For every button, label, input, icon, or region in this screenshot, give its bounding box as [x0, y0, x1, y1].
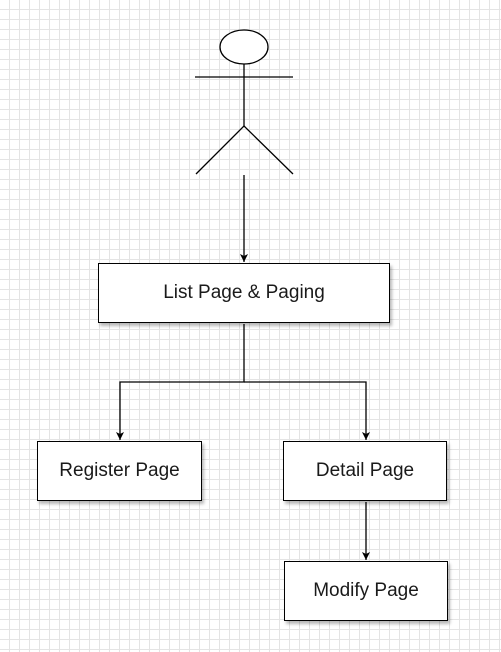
- edge-list-to-detail: [244, 381, 370, 440]
- actor-head: [219, 29, 269, 65]
- node-modify-page-label: Modify Page: [313, 580, 419, 601]
- actor-right-leg: [243, 125, 294, 175]
- node-detail-page[interactable]: Detail Page: [283, 441, 447, 501]
- actor-stick-figure: [195, 29, 294, 175]
- node-list-page[interactable]: List Page & Paging: [98, 263, 390, 323]
- node-register-page-label: Register Page: [59, 460, 180, 481]
- node-detail-page-label: Detail Page: [315, 460, 415, 481]
- node-modify-page[interactable]: Modify Page: [284, 561, 448, 621]
- node-register-page[interactable]: Register Page: [37, 441, 202, 501]
- node-list-page-label: List Page & Paging: [163, 282, 325, 303]
- edge-list-to-register: [116, 324, 245, 440]
- actor-left-leg: [195, 125, 245, 175]
